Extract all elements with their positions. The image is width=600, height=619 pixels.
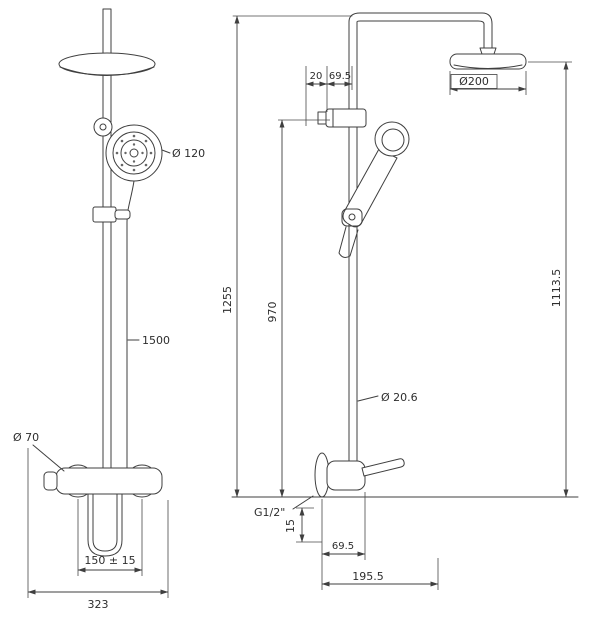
hand-shower-head-side-inner — [381, 128, 405, 152]
rain-shower-head-side-rim — [453, 64, 523, 69]
shower-arm-inner — [356, 20, 485, 49]
holder-pivot — [348, 213, 356, 221]
label-top-arm-offset: 69.5 — [329, 71, 351, 82]
hose-connector-side — [338, 226, 359, 258]
label-reach: 195.5 — [352, 570, 384, 583]
leader-thread — [292, 495, 314, 510]
label-wall-offset: 15 — [284, 519, 297, 533]
labels: Ø 120 1500 Ø 70 150 ± 15 323 20 69.5 Ø20… — [13, 71, 563, 611]
label-height-to-head: 1113.5 — [550, 269, 563, 308]
diverter-body — [325, 108, 367, 128]
hand-shower-nozzles — [115, 134, 153, 172]
hand-shower-hose — [126, 180, 135, 469]
head-diameter-label-box — [450, 74, 498, 89]
riser-top-stub — [102, 8, 112, 56]
label-overall-height: 1255 — [221, 286, 234, 314]
label-body-depth: 69.5 — [332, 541, 354, 552]
leader-pipe-diameter — [357, 395, 379, 402]
leader-hand-shower-diameter — [161, 149, 171, 154]
head-connector — [479, 47, 497, 55]
hose-loop-inner — [92, 493, 118, 552]
mount-knob-center — [99, 123, 107, 131]
mixer-body-side — [326, 460, 366, 491]
hand-shower-ring-1 — [112, 131, 156, 175]
label-head-diameter: Ø200 — [459, 75, 489, 88]
front-view-dimensions — [27, 448, 169, 598]
hand-shower-ring-2 — [120, 139, 148, 167]
label-hand-shower-diameter: Ø 120 — [172, 147, 205, 160]
mixer-body — [55, 467, 163, 495]
hand-shower-center — [129, 148, 139, 158]
mixer-end-cap — [43, 471, 58, 491]
label-inlet-spacing: 150 ± 15 — [84, 554, 135, 567]
mixer-lever — [361, 458, 405, 477]
label-hose-length: 1500 — [142, 334, 170, 347]
mount-knob — [93, 117, 113, 137]
front-view — [32, 8, 171, 557]
label-thread-size: G1/2" — [254, 506, 285, 519]
hand-shower-holder — [341, 208, 363, 227]
label-pipe-diameter: Ø 20.6 — [381, 391, 418, 404]
side-view-dimensions — [234, 15, 572, 590]
label-overall-width: 323 — [88, 598, 109, 611]
shower-arm-outer — [348, 12, 493, 49]
leader-escutcheon-diameter — [32, 444, 65, 472]
side-riser-pipe — [348, 21, 358, 463]
label-escutcheon-diameter: Ø 70 — [13, 431, 39, 444]
rain-shower-head — [58, 52, 156, 76]
hand-shower-handle-side — [342, 148, 398, 228]
label-riser-height: 970 — [266, 302, 279, 323]
hose-loop-outer — [87, 493, 123, 557]
label-top-offset: 20 — [310, 71, 323, 82]
hand-shower — [105, 124, 163, 182]
rain-shower-head-rim — [59, 66, 155, 76]
slider-bracket — [92, 206, 117, 223]
side-view — [231, 12, 579, 510]
slider-knob — [114, 209, 131, 220]
